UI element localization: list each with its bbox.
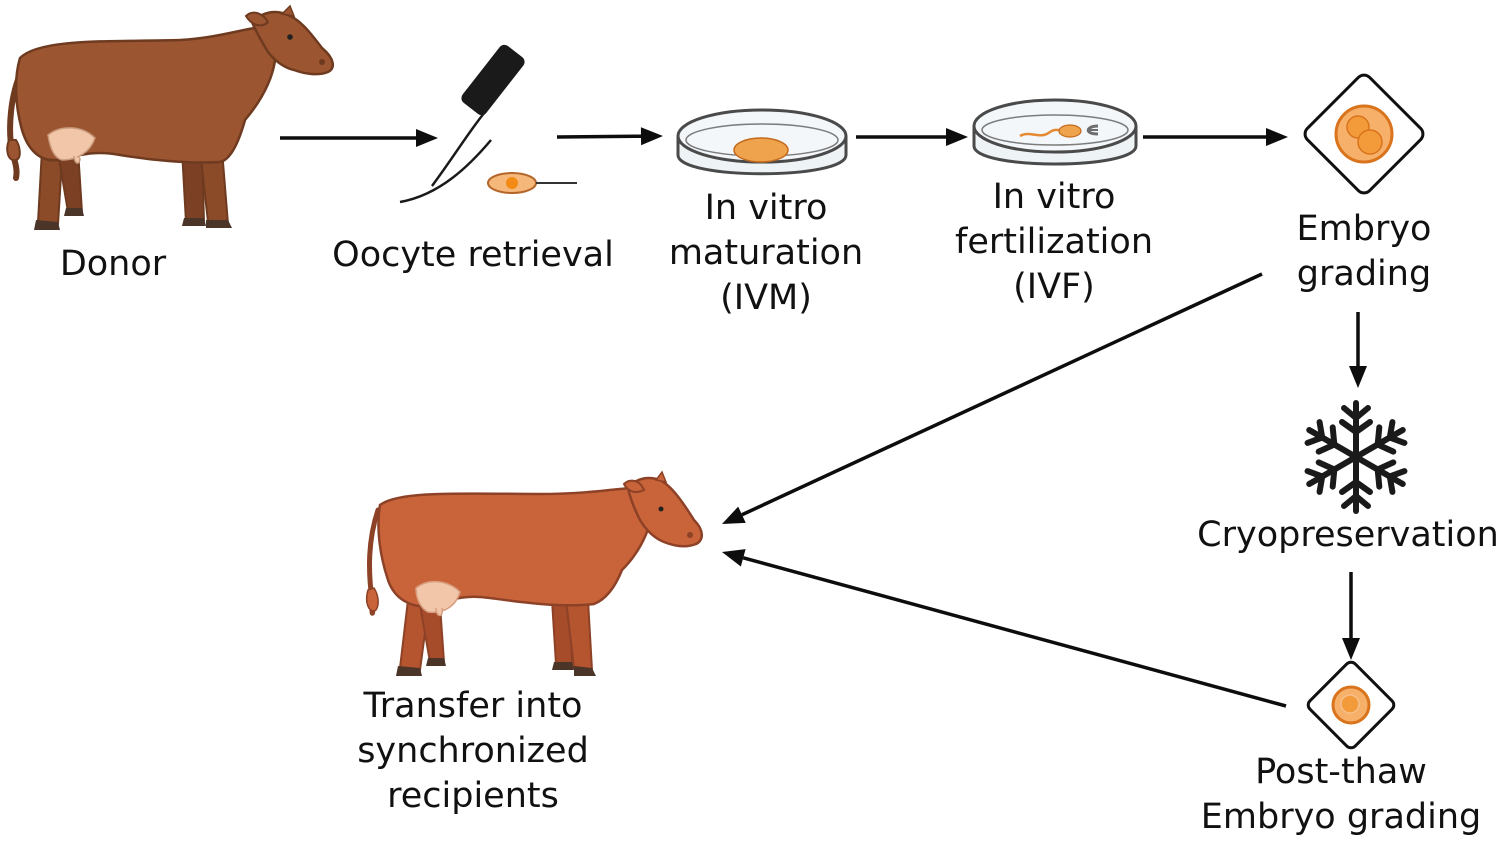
- node-label-ivm: In vitro maturation (IVM): [669, 186, 863, 321]
- label-line: In vitro: [704, 188, 828, 228]
- edges: [280, 127, 1367, 708]
- arrow-line-oocyte-retrieval-to-ivm: [556, 134, 642, 139]
- node-label-cryopreservation: Cryopreservation: [1197, 513, 1499, 558]
- label-line: Post-thaw: [1255, 752, 1427, 792]
- label-line: recipients: [387, 776, 559, 816]
- label-line: fertilization: [954, 222, 1154, 262]
- arrowhead-embryo-grading-to-transfer: [722, 506, 746, 524]
- label-line: grading: [1296, 254, 1432, 294]
- label-line: Embryo grading: [1200, 797, 1482, 837]
- arrow-line-embryo-grading-to-transfer: [741, 272, 1263, 517]
- arrowhead-embryo-grading-to-cryopreservation: [1349, 366, 1367, 388]
- label-line: (IVF): [1013, 267, 1095, 307]
- recipient-cow-icon: [365, 470, 703, 676]
- node-label-post-thaw-grading: Post-thaw Embryo grading: [1201, 750, 1481, 840]
- label-line: Cryopreservation: [1197, 515, 1499, 555]
- label-line: (IVM): [720, 278, 812, 318]
- label-line: Transfer into: [363, 686, 583, 726]
- node-label-oocyte-retrieval: Oocyte retrieval: [332, 233, 614, 278]
- label-line: Oocyte retrieval: [332, 235, 614, 275]
- arrowhead-donor-to-oocyte-retrieval: [416, 129, 438, 147]
- arrowhead-cryopreservation-to-post-thaw-grading: [1342, 638, 1360, 660]
- node-label-embryo-grading: Embryo grading: [1297, 207, 1432, 297]
- arrowhead-post-thaw-grading-to-transfer: [722, 549, 746, 567]
- petri-dish-oocyte-icon: [676, 108, 848, 176]
- embryo-diamond-icon: [1306, 660, 1396, 750]
- arrowhead-ivf-to-embryo-grading: [1266, 128, 1288, 146]
- node-label-transfer: Transfer into synchronized recipients: [357, 684, 589, 819]
- donor-cow-icon: [6, 4, 335, 230]
- arrow-line-post-thaw-grading-to-transfer: [742, 556, 1287, 708]
- label-line: synchronized: [357, 731, 589, 771]
- embryo-diamond-icon: [1303, 73, 1425, 195]
- label-line: In vitro: [992, 177, 1116, 217]
- node-label-donor: Donor: [60, 242, 166, 287]
- arrowhead-oocyte-retrieval-to-ivm: [640, 127, 663, 146]
- label-line: maturation: [668, 233, 864, 273]
- label-line: Embryo: [1296, 209, 1432, 249]
- snowflake-icon: [1302, 400, 1410, 511]
- node-label-ivf: In vitro fertilization (IVF): [955, 175, 1153, 310]
- arrowhead-ivm-to-ivf: [946, 128, 968, 146]
- label-line: Donor: [59, 244, 167, 284]
- needle-oocyte-icon: [399, 44, 577, 204]
- petri-dish-sperm-icon: [972, 98, 1138, 166]
